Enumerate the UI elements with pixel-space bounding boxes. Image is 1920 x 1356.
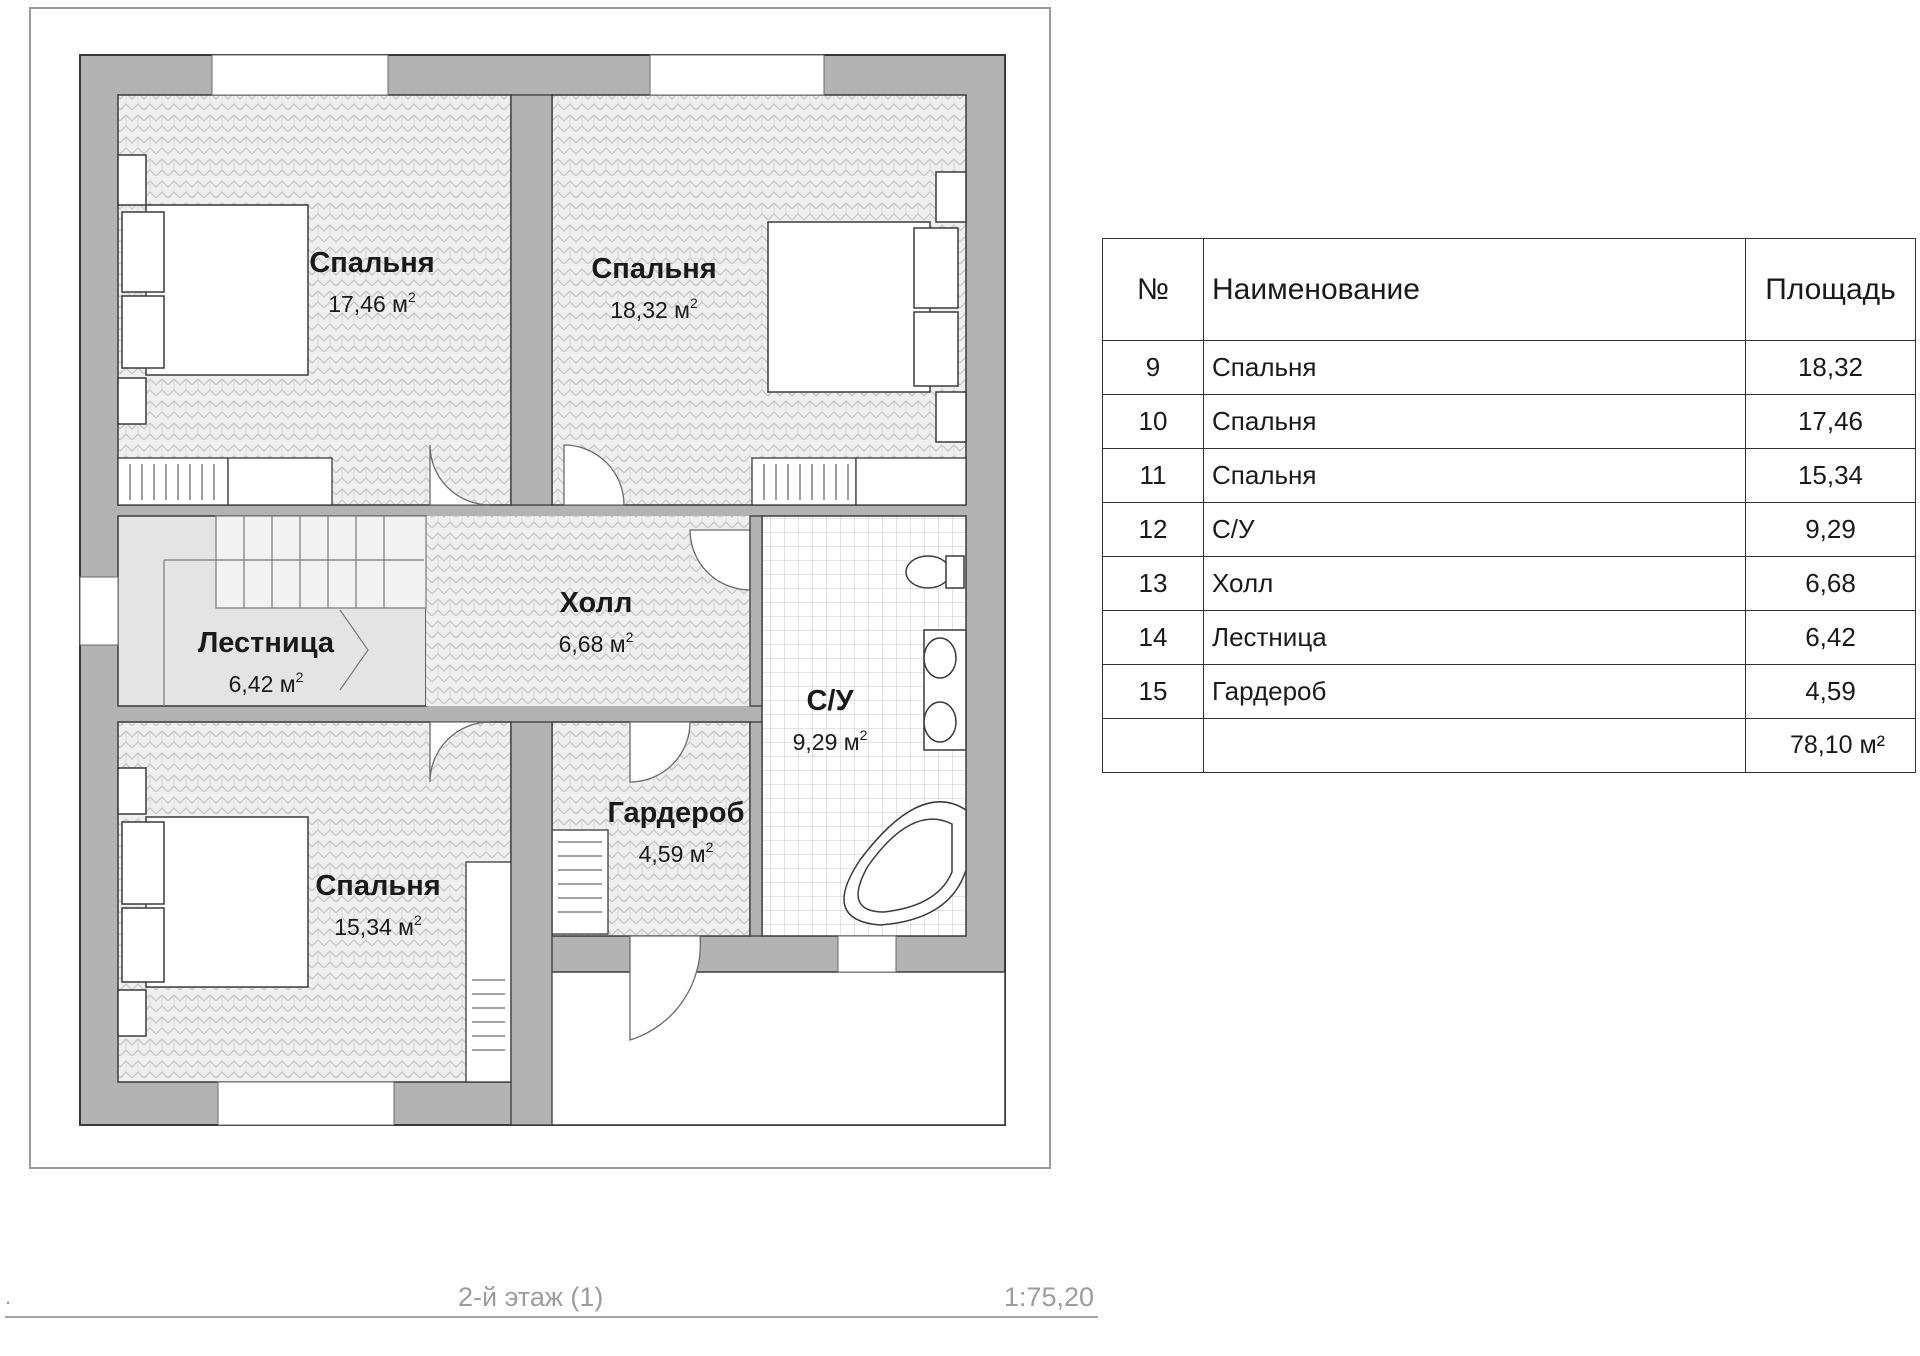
row-area: 17,46 (1745, 394, 1916, 449)
staircase (163, 515, 427, 706)
row-area: 6,42 (1745, 610, 1916, 665)
row-num: 13 (1102, 556, 1204, 611)
row-area: 15,34 (1745, 448, 1916, 503)
room-area: 9,29 м2 (793, 727, 868, 755)
room-name: Гардероб (607, 797, 744, 829)
row-num: 14 (1102, 610, 1204, 665)
footer-marker: . (5, 1284, 12, 1309)
room-area: 15,34 м2 (334, 912, 422, 940)
bed-3 (117, 767, 309, 1037)
room-area: 6,42 м2 (229, 669, 304, 697)
scale-label: 1:75,20 (1003, 1282, 1094, 1312)
drawing-frame (29, 7, 1051, 1169)
footer-line (5, 1316, 1098, 1318)
row-name: Спальня (1203, 394, 1746, 449)
row-name: Холл (1203, 556, 1746, 611)
drawing-footer: . 2-й этаж (1) 1:75,20 (0, 1270, 1098, 1320)
balcony-area (549, 971, 1006, 1126)
total-empty-name (1203, 718, 1746, 773)
room-name: Лестница (198, 627, 335, 659)
bed-2 (767, 171, 967, 443)
col-header-name: Наименование (1203, 238, 1746, 341)
floor-plan: Спальня 17,46 м2 Спальня 18,32 м2 Лестни… (29, 7, 1051, 1169)
row-name: С/У (1203, 502, 1746, 557)
room-name: Спальня (591, 253, 716, 285)
closets (117, 457, 967, 1083)
room-name: Холл (560, 587, 633, 619)
bathroom-fixtures (843, 555, 967, 926)
door-swings (429, 444, 751, 1041)
windows (79, 54, 897, 1126)
total-area: 78,10 м² (1745, 718, 1916, 773)
row-area: 9,29 (1745, 502, 1916, 557)
row-num: 12 (1102, 502, 1204, 557)
row-num: 15 (1102, 664, 1204, 719)
row-name: Лестница (1203, 610, 1746, 665)
room-name: Спальня (309, 247, 434, 279)
row-area: 4,59 (1745, 664, 1916, 719)
interior-walls (510, 94, 763, 1126)
col-header-area: Площадь (1745, 238, 1916, 341)
room-area: 17,46 м2 (328, 289, 416, 317)
floor-label: 2-й этаж (1) (458, 1282, 604, 1312)
room-area: 18,32 м2 (610, 295, 698, 323)
room-name: С/У (806, 685, 854, 717)
table-header-row: № Наименование Площадь (1102, 238, 1916, 341)
row-area: 18,32 (1745, 340, 1916, 395)
row-name: Спальня (1203, 340, 1746, 395)
row-num: 11 (1102, 448, 1204, 503)
row-name: Гардероб (1203, 664, 1746, 719)
row-name: Спальня (1203, 448, 1746, 503)
row-num: 9 (1102, 340, 1204, 395)
room-area: 6,68 м2 (559, 629, 634, 657)
room-area: 4,59 м2 (639, 839, 714, 867)
total-empty-num (1102, 718, 1204, 773)
room-name: Спальня (315, 870, 440, 902)
row-area: 6,68 (1745, 556, 1916, 611)
bed-1 (117, 154, 309, 425)
table-total-row: 78,10 м² (1102, 718, 1916, 773)
row-num: 10 (1102, 394, 1204, 449)
col-header-num: № (1102, 238, 1204, 341)
